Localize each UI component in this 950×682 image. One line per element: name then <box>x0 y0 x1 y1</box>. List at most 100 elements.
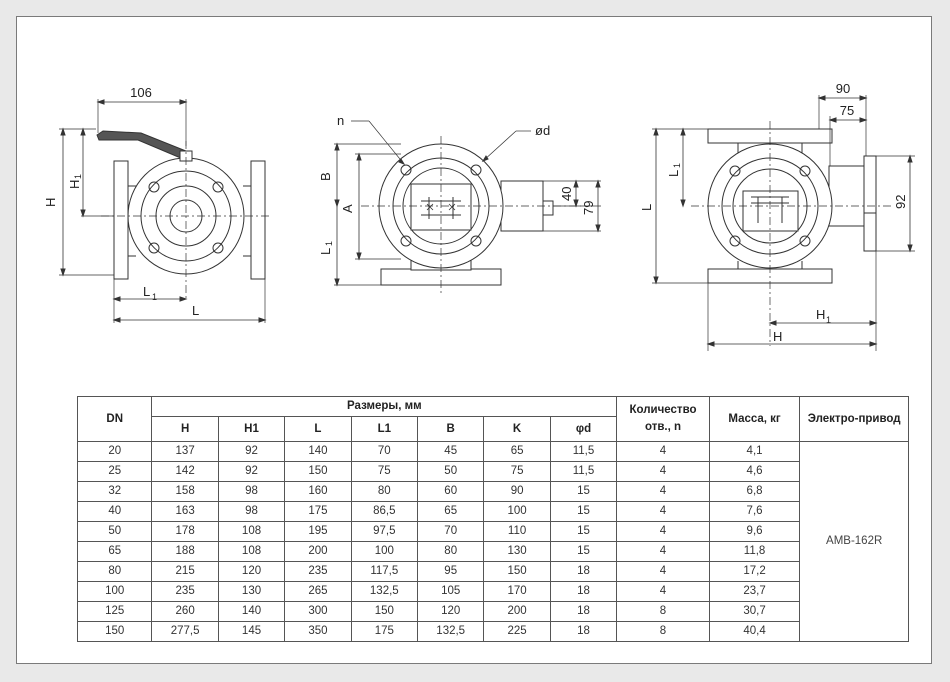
table-cell: 40,4 <box>708 621 801 642</box>
col-dn: DN <box>76 396 153 442</box>
dim-b-label: B <box>318 172 333 181</box>
drawing-sheet: 106 H H 1 L 1 L <box>16 16 932 664</box>
table-cell: 4 <box>616 541 710 562</box>
table-cell: 225 <box>483 621 551 642</box>
table-cell: 215 <box>151 561 219 582</box>
table-cell: 277,5 <box>151 621 219 642</box>
col-holes: Количество отв., n <box>616 396 710 442</box>
table-cell: 50 <box>76 521 153 542</box>
table-cell: 11,8 <box>708 541 801 562</box>
table-cell: 160 <box>284 481 352 502</box>
col-mass: Масса, кг <box>708 396 801 442</box>
table-cell: 188 <box>151 541 219 562</box>
dim-a-label: A <box>340 204 355 213</box>
table-cell: 6,8 <box>708 481 801 502</box>
table-cell: 86,5 <box>350 501 419 522</box>
table-cell: 4 <box>616 441 710 462</box>
table-cell: 15 <box>549 481 618 502</box>
table-cell: 23,7 <box>708 581 801 602</box>
table-cell: 150 <box>76 621 153 642</box>
spec-table: DN Размеры, мм Количество отв., n Масса,… <box>76 396 909 642</box>
table-cell: 60 <box>416 481 485 502</box>
table-cell: 110 <box>483 521 551 542</box>
table-cell: 140 <box>217 601 286 622</box>
table-cell: 7,6 <box>708 501 801 522</box>
table-cell: 120 <box>217 561 286 582</box>
table-cell: 17,2 <box>708 561 801 582</box>
table-cell: 235 <box>284 561 352 582</box>
col-sizes: Размеры, мм <box>151 396 618 417</box>
table-cell: 4,6 <box>708 461 801 482</box>
dim-l-label: L <box>192 303 199 318</box>
table-cell: 92 <box>217 441 286 462</box>
table-cell: 265 <box>284 581 352 602</box>
table-cell: 195 <box>284 521 352 542</box>
table-cell: 150 <box>483 561 551 582</box>
table-cell: 200 <box>284 541 352 562</box>
table-cell: 11,5 <box>549 461 618 482</box>
table-cell: 170 <box>483 581 551 602</box>
col-h1: H1 <box>217 416 286 442</box>
table-cell: 178 <box>151 521 219 542</box>
table-cell: 15 <box>549 501 618 522</box>
table-cell: 90 <box>483 481 551 502</box>
dim-h-label: H <box>43 198 58 207</box>
table-cell: 260 <box>151 601 219 622</box>
table-cell: 20 <box>76 441 153 462</box>
table-cell: 132,5 <box>350 581 419 602</box>
table-cell: 145 <box>217 621 286 642</box>
table-cell: 70 <box>350 441 419 462</box>
dim-l1-sub: 1 <box>152 292 157 302</box>
table-cell: 18 <box>549 581 618 602</box>
dim-right-h1-sub: 1 <box>826 315 831 325</box>
dim-right-h-label: H <box>773 329 782 344</box>
table-cell: 132,5 <box>416 621 485 642</box>
table-cell: 300 <box>284 601 352 622</box>
table-cell: 18 <box>549 561 618 582</box>
table-cell: 80 <box>350 481 419 502</box>
table-cell: 4 <box>616 461 710 482</box>
table-cell: 32 <box>76 481 153 502</box>
right-view <box>652 95 915 351</box>
table-cell: 98 <box>217 501 286 522</box>
table-cell: 4 <box>616 481 710 502</box>
middle-view <box>334 120 601 296</box>
table-cell: 98 <box>217 481 286 502</box>
table-cell: 100 <box>76 581 153 602</box>
table-cell: 350 <box>284 621 352 642</box>
table-cell: 130 <box>483 541 551 562</box>
table-cell: 95 <box>416 561 485 582</box>
table-cell: 4 <box>616 581 710 602</box>
table-cell: 75 <box>350 461 419 482</box>
table-cell: 4,1 <box>708 441 801 462</box>
table-cell: 150 <box>284 461 352 482</box>
table-cell: 75 <box>483 461 551 482</box>
table-cell: 4 <box>616 501 710 522</box>
table-cell: 25 <box>76 461 153 482</box>
table-cell: 92 <box>217 461 286 482</box>
dim-mid-l1-label: L <box>318 248 333 255</box>
dim-106-label: 106 <box>130 85 152 100</box>
table-cell: 80 <box>76 561 153 582</box>
table-cell: 137 <box>151 441 219 462</box>
table-cell: 15 <box>549 541 618 562</box>
table-cell: 108 <box>217 521 286 542</box>
table-cell: 142 <box>151 461 219 482</box>
table-cell: 4 <box>616 521 710 542</box>
table-cell: 45 <box>416 441 485 462</box>
table-cell: 150 <box>350 601 419 622</box>
table-cell: 4 <box>616 561 710 582</box>
table-cell: 140 <box>284 441 352 462</box>
table-cell: 120 <box>416 601 485 622</box>
col-h: H <box>151 416 219 442</box>
table-cell: 175 <box>284 501 352 522</box>
table-cell: 108 <box>217 541 286 562</box>
table-cell: 18 <box>549 621 618 642</box>
table-cell: 235 <box>151 581 219 602</box>
table-cell: 100 <box>483 501 551 522</box>
col-phi-d: φd <box>549 416 618 442</box>
table-cell: 8 <box>616 601 710 622</box>
